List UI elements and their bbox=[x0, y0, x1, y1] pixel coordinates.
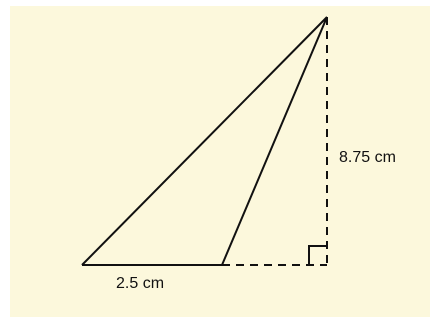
base-label: 2.5 cm bbox=[116, 275, 164, 292]
height-label: 8.75 cm bbox=[339, 149, 396, 166]
hypotenuse-line bbox=[81, 16, 328, 266]
inner-side-line bbox=[221, 16, 328, 266]
right-angle-marker bbox=[308, 245, 327, 265]
